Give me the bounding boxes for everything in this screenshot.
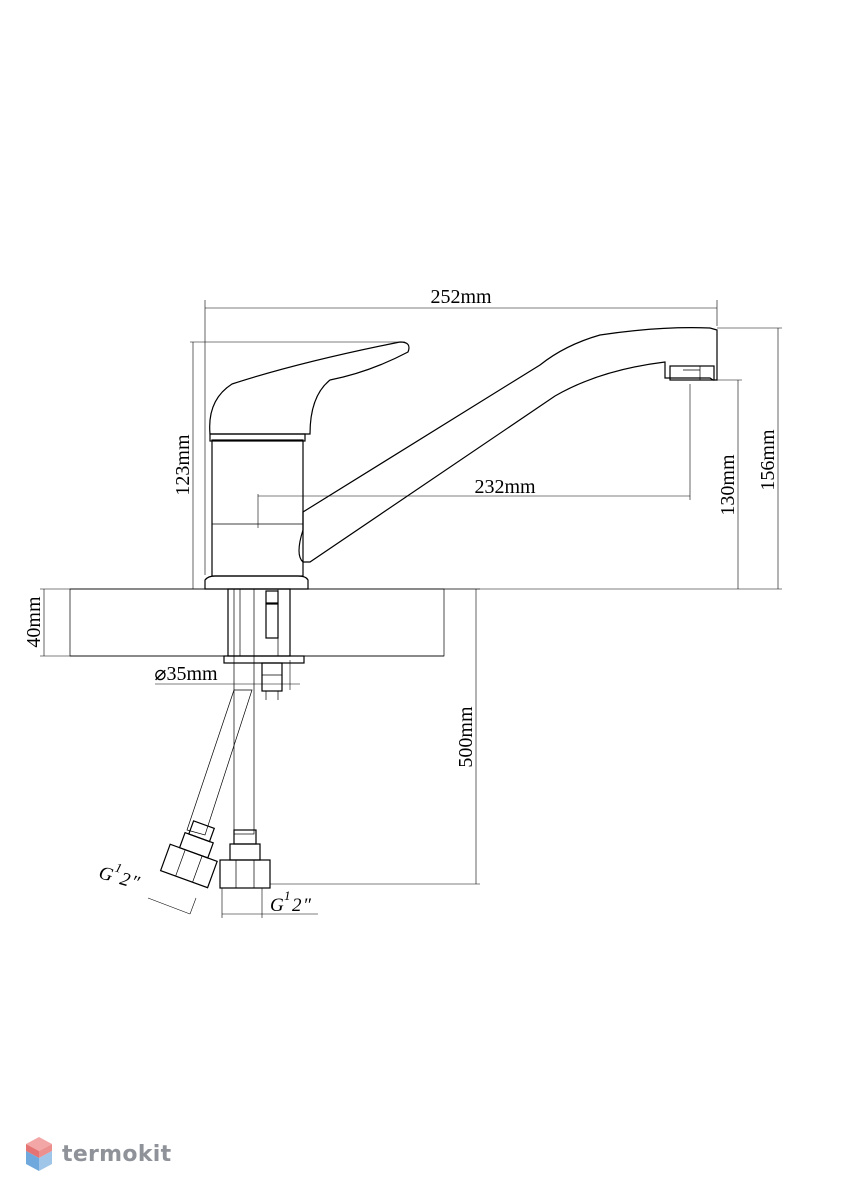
thread-label-left: G 1 2 ″ [96,860,142,895]
lever-handle [209,341,410,435]
dim-hose-length: 500mm [455,706,477,768]
dim-overall-height: 156mm [757,429,779,491]
flexible-hoses [159,588,271,889]
termokit-logo: termokit [24,1135,171,1173]
spout [298,327,718,563]
dim-mount-diameter: ⌀35mm [154,663,218,685]
countertop [69,588,445,657]
brand-name: termokit [62,1141,172,1167]
dimension-lines [40,300,782,918]
thread-right-den: 2 [292,895,302,916]
dim-overall-length: 252mm [430,286,492,308]
dim-spout-reach: 232mm [474,476,536,498]
thread-left-num: 1 [113,860,123,876]
cube-icon [26,1137,52,1171]
faucet-body [204,433,309,590]
dim-spout-outlet-height: 130mm [717,454,739,516]
mounting-assembly [223,588,305,700]
thread-right-num: 1 [284,888,291,903]
dim-counter-thickness: 40mm [23,596,45,648]
thread-right-mark: ″ [303,895,312,916]
dim-body-height: 123mm [172,434,194,496]
thread-label-right: G 1 2 ″ [270,888,312,916]
thread-right-g: G [270,895,284,916]
thread-left-g: G [96,862,115,886]
